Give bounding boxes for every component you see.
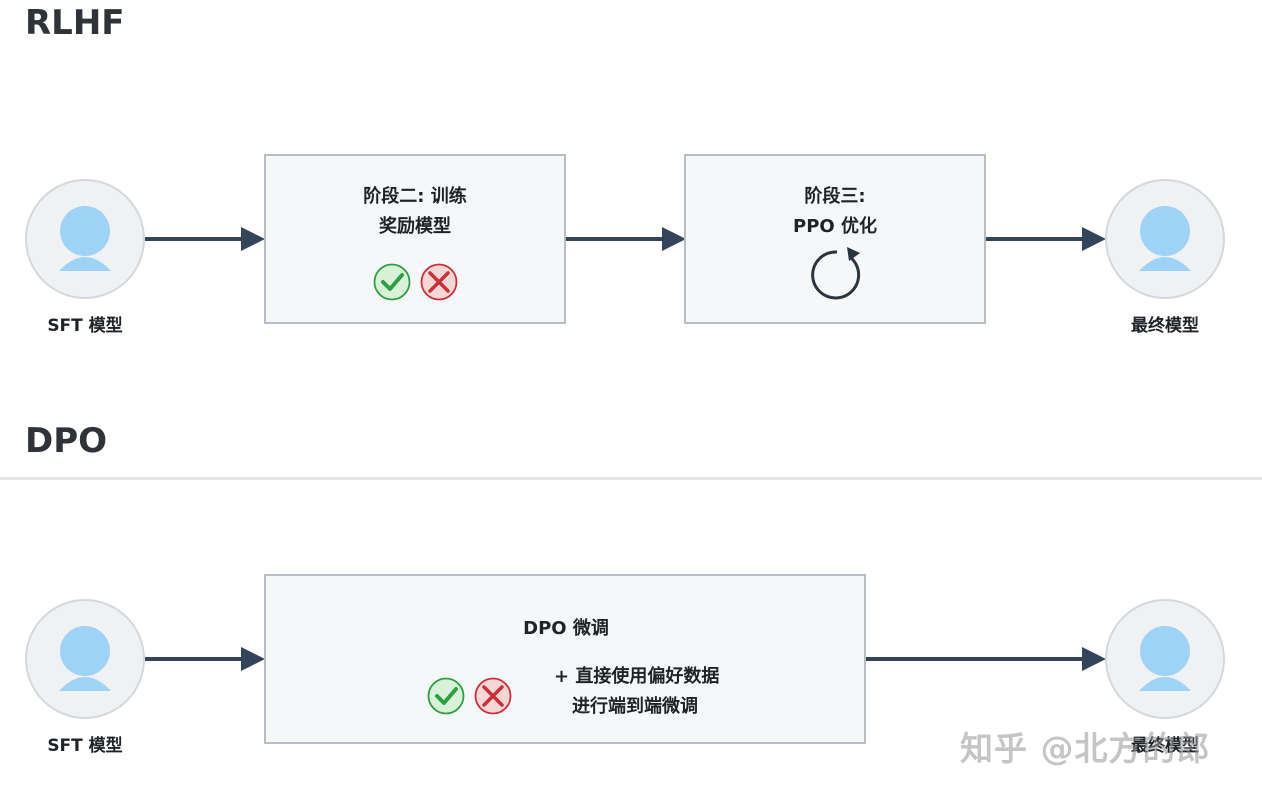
- rlhf-final-label: 最终模型: [1131, 316, 1199, 336]
- check-icon: [427, 677, 465, 715]
- dpo-final-node: [1105, 599, 1225, 719]
- dpo-box-line2: 进行端到端微调: [572, 696, 698, 717]
- rlhf-final-node: [1105, 179, 1225, 299]
- rlhf-title: RLHF: [25, 3, 125, 43]
- arrow-sft-to-dpo: [145, 647, 265, 671]
- arrow-stage3-to-final: [986, 227, 1106, 251]
- arrow-stage2-to-stage3: [566, 227, 686, 251]
- dpo-box: DPO 微调 + 直接使用偏好数据 进行端到端微调: [264, 574, 866, 744]
- dpo-box-title: DPO 微调: [523, 618, 609, 639]
- watermark: 知乎 @北方的郎: [960, 729, 1211, 768]
- stage3-line2: PPO 优化: [793, 216, 877, 237]
- arrow-dpo-to-final: [866, 647, 1106, 671]
- dpo-sft-label: SFT 模型: [47, 736, 123, 756]
- user-icon: [59, 206, 111, 271]
- user-icon: [59, 626, 111, 691]
- dpo-title: DPO: [25, 421, 108, 461]
- stage2-box: 阶段二: 训练 奖励模型: [264, 154, 566, 324]
- check-icon: [373, 263, 411, 301]
- stage2-line2: 奖励模型: [379, 216, 451, 237]
- stage2-line1: 阶段二: 训练: [363, 186, 467, 207]
- section-divider: [0, 477, 1262, 480]
- rlhf-sft-label: SFT 模型: [47, 316, 123, 336]
- arrow-sft-to-stage2: [145, 227, 265, 251]
- dpo-box-line1: + 直接使用偏好数据: [554, 666, 720, 687]
- stage3-box: 阶段三: PPO 优化: [684, 154, 986, 324]
- cycle-icon: [811, 247, 861, 300]
- cross-icon: [420, 263, 458, 301]
- dpo-final-label: 最终模型: [1131, 736, 1199, 756]
- cross-icon: [474, 677, 512, 715]
- dpo-sft-node: [25, 599, 145, 719]
- user-icon: [1139, 626, 1191, 691]
- user-icon: [1139, 206, 1191, 271]
- stage3-line1: 阶段三:: [804, 186, 866, 207]
- rlhf-sft-node: [25, 179, 145, 299]
